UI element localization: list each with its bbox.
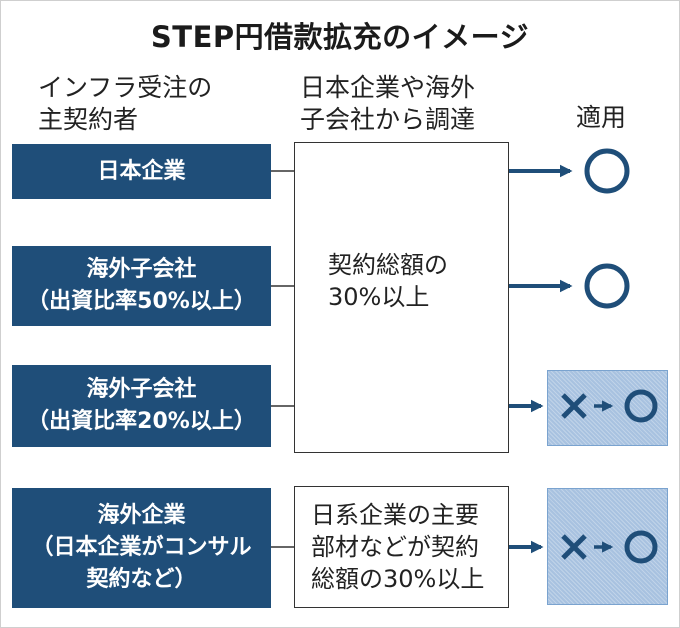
requirement-box-main: 契約総額の 30%以上 <box>294 142 509 453</box>
requirement-foreign-line3: 総額の30%以上 <box>311 565 485 593</box>
header-procurement-line1: 日本企業や海外 <box>300 73 476 102</box>
header-contractor: インフラ受注の 主契約者 <box>38 72 212 136</box>
circle-icon <box>584 148 630 194</box>
requirement-main-line2: 30%以上 <box>328 283 430 311</box>
contractor-note: （日本企業がコンサル <box>31 535 252 560</box>
header-procurement: 日本企業や海外 子会社から調達 <box>300 72 475 136</box>
requirement-box-foreign: 日系企業の主要 部材などが契約 総額の30%以上 <box>294 486 509 608</box>
contractor-note: （出資比率50%以上） <box>27 289 256 314</box>
contractor-box-subsidiary-20: 海外子会社 （出資比率20%以上） <box>12 365 271 447</box>
contractor-label: 海外企業 <box>97 503 186 528</box>
cross-to-circle-icon <box>561 530 658 564</box>
header-contractor-line2: 主契約者 <box>38 105 139 134</box>
requirement-foreign-line1: 日系企業の主要 <box>311 501 479 529</box>
contractor-note: 契約など） <box>86 567 197 592</box>
contractor-label: 海外子会社 <box>86 257 197 282</box>
header-procurement-line2: 子会社から調達 <box>300 105 476 134</box>
requirement-main-text: 契約総額の 30%以上 <box>328 249 448 313</box>
contractor-note: （出資比率20%以上） <box>27 409 256 434</box>
circle-icon <box>584 263 630 309</box>
requirement-main-line1: 契約総額の <box>328 251 448 279</box>
header-applied: 適用 <box>576 103 627 132</box>
figure-title: STEP円借款拡充のイメージ <box>150 20 530 54</box>
contractor-box-foreign: 海外企業 （日本企業がコンサル 契約など） <box>12 488 271 608</box>
cross-to-circle-icon <box>561 389 658 423</box>
contractor-label: 海外子会社 <box>86 377 197 402</box>
contractor-label: 日本企業 <box>97 158 186 184</box>
requirement-foreign-text: 日系企業の主要 部材などが契約 総額の30%以上 <box>311 499 484 595</box>
contractor-box-japan: 日本企業 <box>12 144 271 199</box>
contractor-box-subsidiary-50: 海外子会社 （出資比率50%以上） <box>12 246 271 326</box>
header-contractor-line1: インフラ受注の <box>38 73 213 102</box>
requirement-foreign-line2: 部材などが契約 <box>311 533 479 561</box>
